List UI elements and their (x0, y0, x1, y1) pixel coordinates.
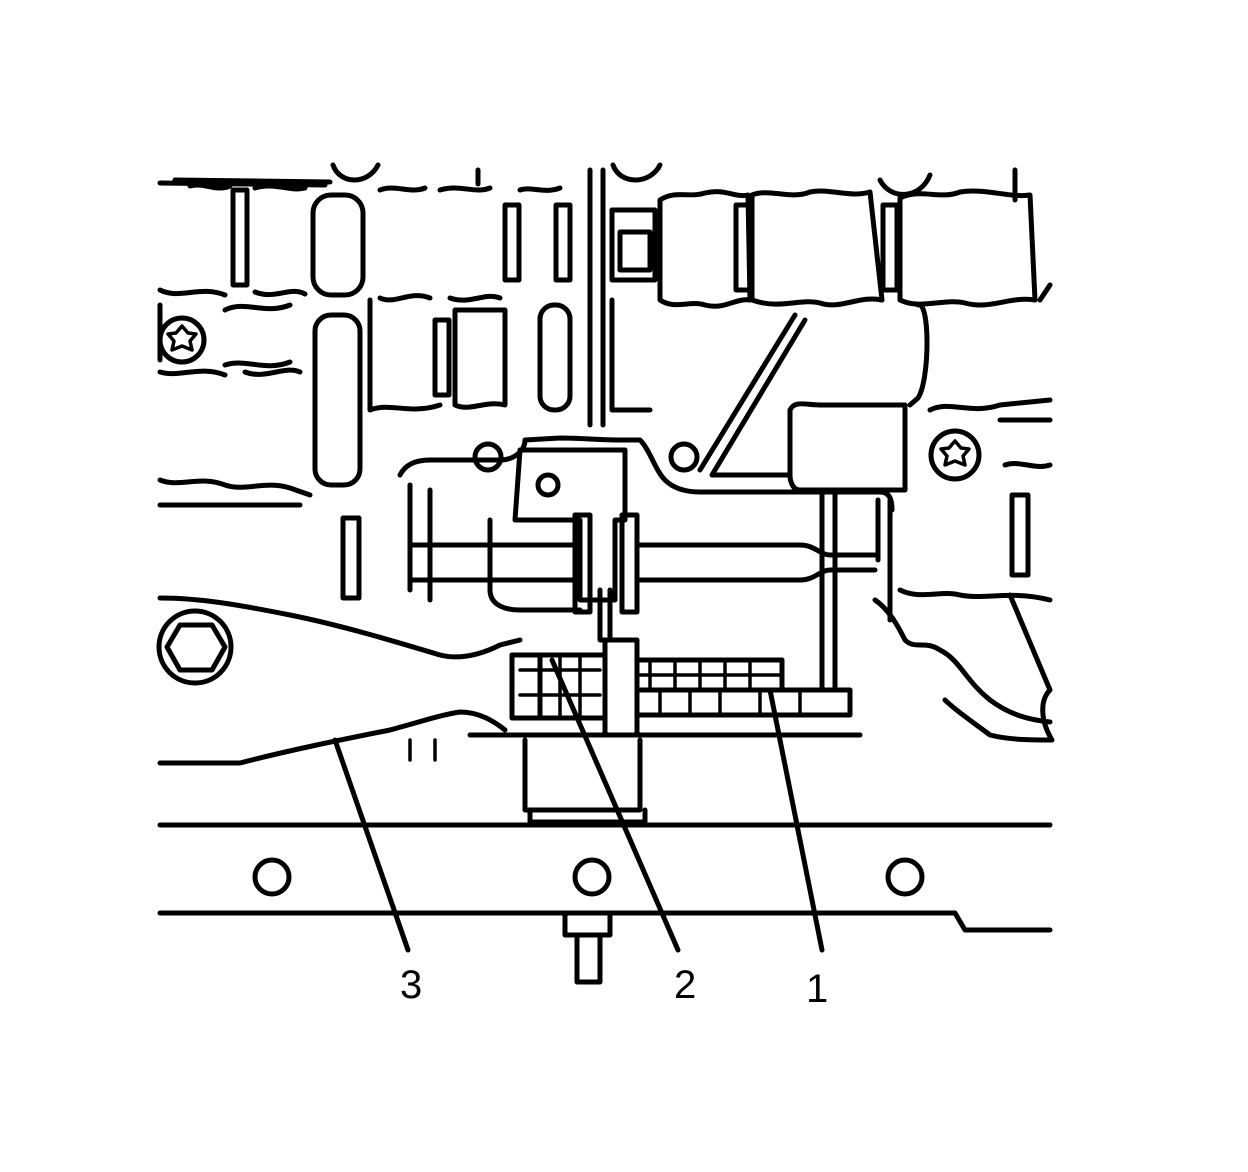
gauge-tool (157, 595, 853, 766)
valve-body-casting (156, 162, 1055, 743)
callout-leader-lines (332, 657, 825, 953)
leader-line-2 (549, 657, 681, 953)
callout-2-label: 2 (674, 963, 696, 1007)
callout-1-label: 1 (806, 967, 828, 1011)
lower-plate (157, 732, 1053, 985)
callout-3-label: 3 (400, 963, 422, 1007)
leader-line-3 (332, 737, 411, 953)
leader-line-1 (767, 687, 825, 953)
